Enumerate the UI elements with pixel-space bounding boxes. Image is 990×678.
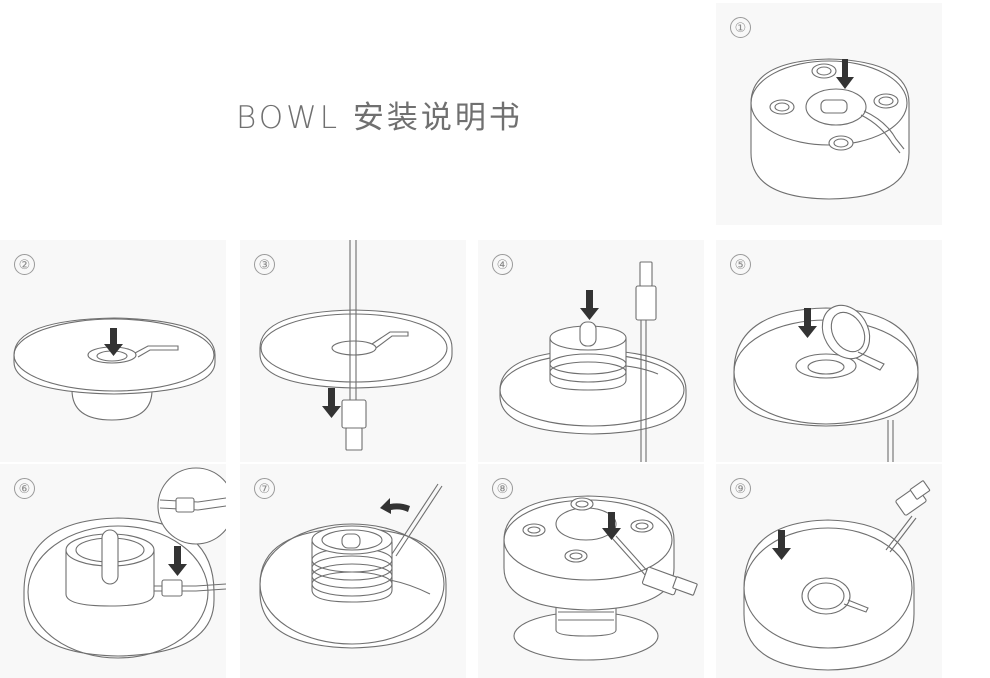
step-number: ⑦	[254, 478, 275, 499]
step-1-panel: ①	[716, 3, 942, 225]
curved-arrow-left-icon	[380, 498, 410, 514]
step-7-panel: ⑦	[240, 464, 466, 678]
page-title: BOWL 安装说明书	[236, 100, 523, 136]
down-arrow-icon	[322, 388, 341, 418]
step-7-illustration	[259, 483, 447, 649]
down-arrow-icon	[836, 59, 854, 89]
step-3-illustration	[259, 240, 453, 451]
down-arrow-icon	[168, 546, 187, 576]
step-number: ⑥	[14, 478, 35, 499]
step-5-panel: ⑤	[716, 240, 942, 462]
step-3-panel: ③	[240, 240, 466, 462]
down-arrow-icon	[580, 290, 599, 320]
step-2-illustration	[13, 317, 216, 421]
step-8-panel: ⑧	[478, 464, 704, 678]
step-4-panel: ④	[478, 240, 704, 462]
step-number: ②	[14, 254, 35, 275]
step-number: ④	[492, 254, 513, 275]
step-number: ⑨	[730, 478, 751, 499]
down-arrow-icon	[798, 308, 817, 338]
step-1-illustration	[750, 58, 910, 200]
step-5-illustration	[733, 304, 919, 462]
down-arrow-icon	[104, 328, 123, 356]
step-number: ⑤	[730, 254, 751, 275]
step-6-illustration	[23, 467, 226, 659]
step-number: ⑧	[492, 478, 513, 499]
step-8-illustration	[503, 495, 698, 661]
step-number: ③	[254, 254, 275, 275]
step-6-panel: ⑥	[0, 464, 226, 678]
step-2-panel: ②	[0, 240, 226, 462]
step-9-illustration	[743, 480, 931, 671]
down-arrow-icon	[772, 530, 791, 560]
down-arrow-icon	[602, 512, 621, 540]
step-number: ①	[730, 17, 751, 38]
step-4-illustration	[499, 261, 687, 462]
step-9-panel: ⑨	[716, 464, 942, 678]
